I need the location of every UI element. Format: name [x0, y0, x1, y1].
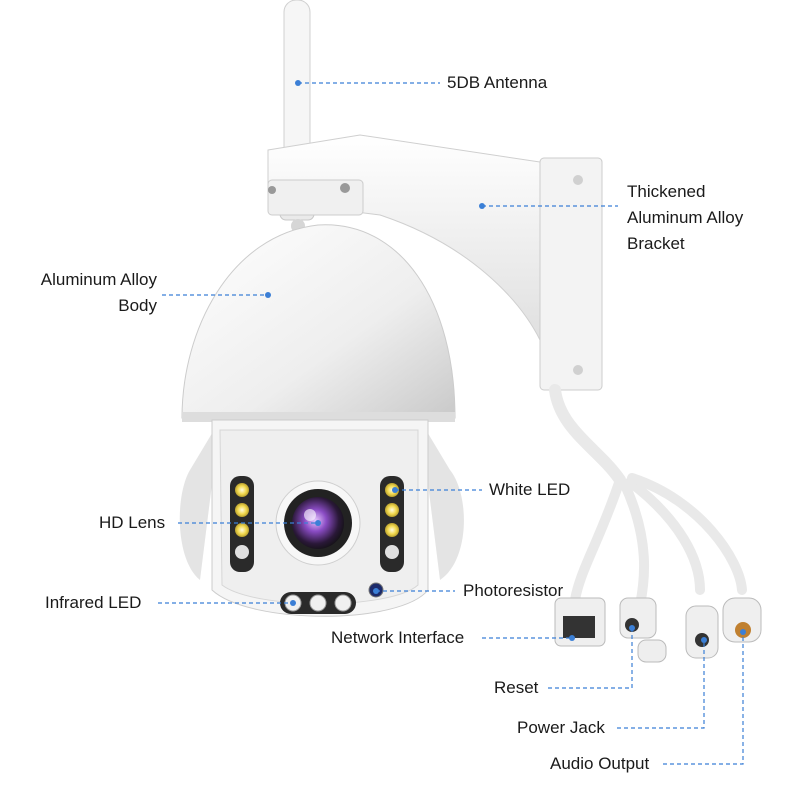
- label-bracket-line-3: Bracket: [627, 234, 685, 253]
- white-led-strip-right: [380, 476, 404, 572]
- leader-reset: [548, 628, 633, 689]
- bracket: [267, 134, 603, 391]
- leader-audio: [663, 632, 744, 765]
- label-hd-lens: HD Lens: [99, 513, 166, 532]
- label-bracket-line-2: Aluminum Alloy: [627, 208, 744, 227]
- label-network-interface: Network Interface: [331, 628, 465, 647]
- label-body-line-2: Body: [118, 296, 157, 315]
- label-reset: Reset: [494, 678, 539, 697]
- label-photoresistor: Photoresistor: [463, 581, 564, 600]
- label-bracket-line-1: Thickened: [627, 182, 706, 201]
- infrared-led-group: [280, 592, 356, 614]
- label-white-led: White LED: [489, 480, 571, 499]
- cable: [549, 384, 747, 610]
- leader-lines: [158, 82, 744, 765]
- label-antenna: 5DB Antenna: [447, 73, 548, 92]
- leader-power-jack: [617, 640, 705, 729]
- connectors: [554, 597, 762, 663]
- label-infrared-led: Infrared LED: [45, 593, 142, 612]
- label-body: Aluminum Alloy Body: [41, 267, 157, 319]
- label-bracket: Thickened Aluminum Alloy Bracket: [627, 179, 743, 257]
- white-led-strip-left: [230, 476, 254, 572]
- leader-dots: [265, 80, 746, 643]
- label-power-jack: Power Jack: [517, 718, 605, 737]
- label-audio-output: Audio Output: [550, 754, 650, 773]
- label-body-line-1: Aluminum Alloy: [40, 270, 157, 289]
